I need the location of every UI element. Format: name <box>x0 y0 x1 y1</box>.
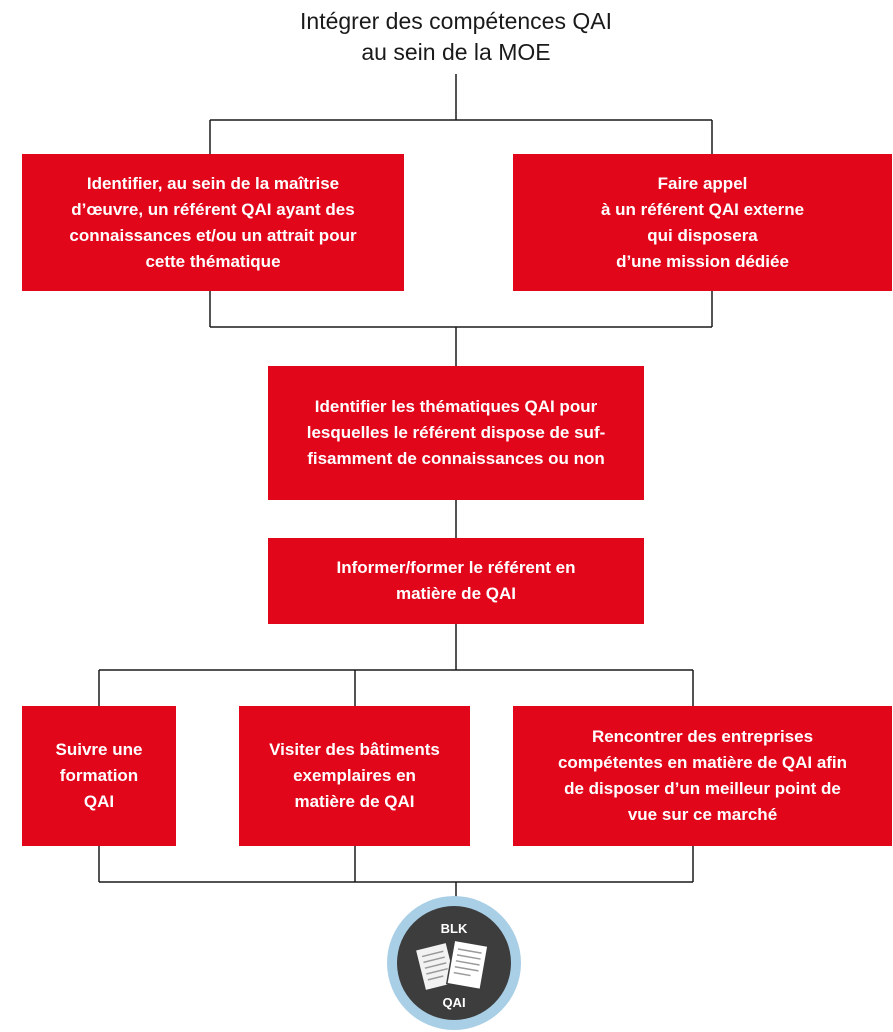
external-referent-box: Faire appel à un référent QAI externe qu… <box>513 154 892 291</box>
visit-buildings-box: Visiter des bâtiments exemplaires en mat… <box>239 706 470 846</box>
badge-top-text: BLK <box>441 921 468 936</box>
identify-themes-box: Identifier les thématiques QAI pour lesq… <box>268 366 644 500</box>
internal-referent-box: Identifier, au sein de la maîtrise d’œuv… <box>22 154 404 291</box>
training-box: Suivre une formation QAI <box>22 706 176 846</box>
documents-icon <box>414 939 489 992</box>
blk-qai-badge: BLK QAI <box>387 896 521 1030</box>
badge-bottom-text: QAI <box>442 995 465 1010</box>
diagram-title: Intégrer des compétences QAI au sein de … <box>300 8 612 65</box>
inform-train-box: Informer/former le référent en matière d… <box>268 538 644 624</box>
meet-companies-box: Rencontrer des entreprises compétentes e… <box>513 706 892 846</box>
